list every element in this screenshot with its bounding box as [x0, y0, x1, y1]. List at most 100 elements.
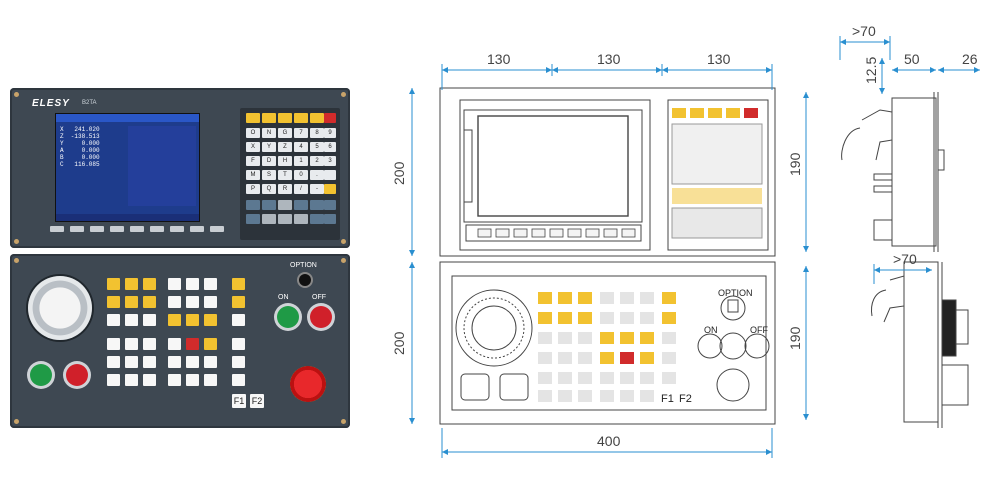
override-key[interactable] [168, 374, 181, 386]
function-key[interactable] [186, 314, 199, 326]
key-O[interactable]: O [246, 128, 260, 138]
mode-key[interactable] [125, 278, 138, 290]
f2-key[interactable]: F2 [250, 394, 264, 408]
jog-key[interactable] [125, 374, 138, 386]
mode-key[interactable] [107, 296, 120, 308]
softkey[interactable] [170, 226, 184, 232]
mode-key[interactable] [143, 278, 156, 290]
override-key[interactable] [186, 356, 199, 368]
function-key[interactable] [232, 338, 245, 350]
softkey[interactable] [70, 226, 84, 232]
key-5[interactable]: 5 [310, 142, 324, 152]
key-H[interactable]: H [278, 156, 292, 166]
handwheel-mpg[interactable] [28, 276, 92, 340]
function-key[interactable] [310, 113, 324, 123]
softkey[interactable] [150, 226, 164, 232]
function-key[interactable] [186, 296, 199, 308]
f1-key[interactable]: F1 [232, 394, 246, 408]
jog-key[interactable] [107, 374, 120, 386]
key-7[interactable]: 7 [294, 128, 308, 138]
key-0[interactable]: 0 [294, 170, 308, 180]
override-key[interactable] [168, 356, 181, 368]
arrow-left-icon[interactable] [262, 214, 276, 224]
function-key[interactable] [168, 278, 181, 290]
edit-key[interactable] [294, 200, 308, 210]
jog-key[interactable] [143, 338, 156, 350]
key-4[interactable]: 4 [294, 142, 308, 152]
emergency-stop-button[interactable] [290, 366, 326, 402]
jog-key[interactable] [125, 338, 138, 350]
function-key[interactable] [204, 296, 217, 308]
key-R[interactable]: R [278, 184, 292, 194]
override-key[interactable] [204, 374, 217, 386]
key-N[interactable]: N [262, 128, 276, 138]
function-key[interactable] [232, 374, 245, 386]
key-1[interactable]: 1 [294, 156, 308, 166]
softkey[interactable] [90, 226, 104, 232]
mode-key[interactable] [125, 296, 138, 308]
softkey[interactable] [50, 226, 64, 232]
key-6[interactable]: 6 [324, 142, 336, 152]
edit-key[interactable] [324, 214, 336, 224]
key-minus[interactable]: - [310, 184, 324, 194]
key-8[interactable]: 8 [310, 128, 324, 138]
key-blank[interactable] [324, 170, 336, 180]
key-Y[interactable]: Y [262, 142, 276, 152]
function-key[interactable] [278, 113, 292, 123]
function-key[interactable] [204, 314, 217, 326]
key-Q[interactable]: Q [262, 184, 276, 194]
key-G[interactable]: G [278, 128, 292, 138]
mode-key[interactable] [125, 314, 138, 326]
function-key[interactable] [232, 356, 245, 368]
mode-key[interactable] [107, 278, 120, 290]
function-key[interactable] [232, 314, 245, 326]
power-off-button[interactable] [310, 306, 332, 328]
mode-key[interactable] [143, 314, 156, 326]
softkey[interactable] [190, 226, 204, 232]
function-key[interactable] [204, 278, 217, 290]
softkey[interactable] [210, 226, 224, 232]
arrow-up-icon[interactable] [278, 200, 292, 210]
key-D[interactable]: D [262, 156, 276, 166]
edit-key[interactable] [262, 200, 276, 210]
softkey[interactable] [110, 226, 124, 232]
option-key-switch[interactable] [299, 274, 311, 286]
jog-key[interactable] [143, 356, 156, 368]
arrow-down-icon[interactable] [278, 214, 292, 224]
edit-key[interactable] [310, 200, 324, 210]
spindle-key[interactable] [204, 338, 217, 350]
reset-key[interactable] [324, 113, 336, 123]
key-F[interactable]: F [246, 156, 260, 166]
key-2[interactable]: 2 [310, 156, 324, 166]
key-9[interactable]: 9 [324, 128, 336, 138]
function-key[interactable] [168, 314, 181, 326]
key-T[interactable]: T [278, 170, 292, 180]
softkey[interactable] [130, 226, 144, 232]
key-P[interactable]: P [246, 184, 260, 194]
edit-key[interactable] [246, 200, 260, 210]
key-M[interactable]: M [246, 170, 260, 180]
power-on-button[interactable] [277, 306, 299, 328]
arrow-right-icon[interactable] [294, 214, 308, 224]
jog-key[interactable] [107, 356, 120, 368]
override-key[interactable] [204, 356, 217, 368]
jog-key[interactable] [125, 356, 138, 368]
function-key[interactable] [232, 278, 245, 290]
key-Z[interactable]: Z [278, 142, 292, 152]
feed-hold-button[interactable] [66, 364, 88, 386]
mode-key[interactable] [107, 314, 120, 326]
key-X[interactable]: X [246, 142, 260, 152]
function-key[interactable] [262, 113, 276, 123]
cycle-start-button[interactable] [30, 364, 52, 386]
function-key[interactable] [168, 296, 181, 308]
function-key[interactable] [232, 296, 245, 308]
jog-key[interactable] [107, 338, 120, 350]
jog-key[interactable] [143, 374, 156, 386]
spindle-key[interactable] [168, 338, 181, 350]
override-key[interactable] [186, 374, 199, 386]
key-dot[interactable]: . [310, 170, 324, 180]
key-input[interactable] [324, 184, 336, 194]
function-key[interactable] [246, 113, 260, 123]
mode-key[interactable] [143, 296, 156, 308]
spindle-stop-key[interactable] [186, 338, 199, 350]
